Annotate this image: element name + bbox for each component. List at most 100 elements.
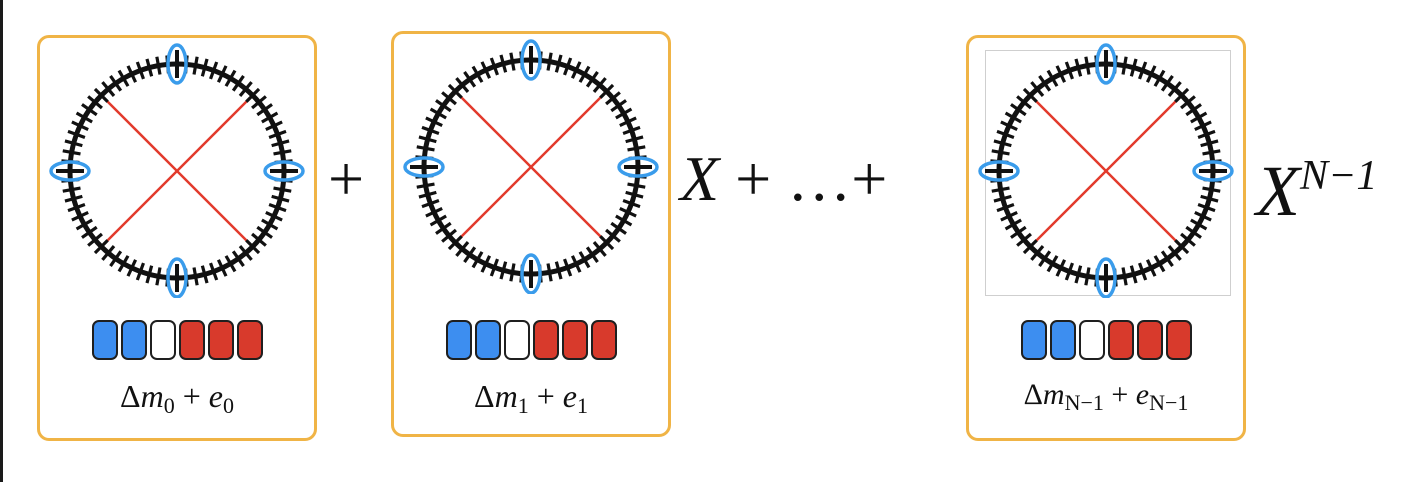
- ring-tick: [126, 259, 138, 277]
- ring-tick: [93, 87, 109, 103]
- ring-tick: [200, 265, 209, 284]
- bit-cell-blue: [446, 320, 472, 360]
- bit-cell-blue: [1021, 320, 1047, 360]
- ring-tick: [135, 262, 145, 281]
- e-var: e: [562, 378, 577, 414]
- ring-tick: [155, 56, 162, 75]
- m-subscript: 0: [163, 393, 175, 418]
- ring-tick: [480, 61, 492, 79]
- e-var: e: [208, 378, 223, 414]
- ring-tick: [1074, 58, 1083, 77]
- ring-tick: [418, 190, 437, 199]
- ring-tick: [627, 182, 646, 189]
- ring-tick: [265, 120, 283, 132]
- ring-tick: [625, 135, 644, 144]
- ring-tick: [615, 214, 633, 227]
- ring-tick: [209, 262, 219, 281]
- x-variable: X: [680, 143, 720, 214]
- ring-tick: [1016, 95, 1032, 110]
- ring-tick: [592, 77, 607, 93]
- ring-tick: [416, 145, 435, 152]
- ring-tick: [996, 203, 1015, 213]
- ring-tick: [578, 65, 591, 83]
- ring-tick: [1004, 111, 1022, 124]
- ring-tick: [101, 81, 116, 97]
- cross-line: [450, 86, 612, 248]
- ring-tick: [101, 245, 116, 261]
- ring-tick: [578, 251, 591, 269]
- ring-tick: [1174, 239, 1190, 255]
- ring-tick: [1160, 250, 1174, 267]
- marker-ellipse: [520, 39, 542, 81]
- cross-line: [96, 90, 258, 252]
- operator-plus: +: [328, 143, 365, 214]
- ring-tick: [421, 125, 440, 135]
- marker-ellipse: [1192, 160, 1234, 182]
- coefficient-bit-cells: [446, 320, 617, 360]
- ring-tick: [216, 259, 228, 277]
- ring-tick: [62, 186, 81, 193]
- ring-tick: [471, 251, 484, 269]
- ring-tick: [273, 149, 292, 156]
- ring-tick: [1010, 225, 1027, 239]
- bit-cell-red: [591, 320, 617, 360]
- ring-tick: [1185, 225, 1202, 239]
- ring-tick: [1153, 255, 1166, 273]
- ring-tick: [271, 139, 290, 148]
- ring-tick: [200, 58, 209, 77]
- ring-tick: [563, 258, 573, 277]
- ring-tick: [67, 129, 86, 139]
- ring-tick: [993, 194, 1012, 203]
- cross-line: [1025, 90, 1187, 252]
- ring-tick: [145, 58, 154, 77]
- ring-tick: [1121, 56, 1128, 75]
- ring-tick: [570, 61, 582, 79]
- ring-tick: [619, 206, 637, 218]
- ring-tick: [455, 77, 470, 93]
- ring-tick: [1030, 81, 1045, 97]
- operator-x-power: XN−1: [1256, 155, 1377, 227]
- delta-symbol: Δ: [1023, 378, 1043, 411]
- ring-tick: [441, 228, 457, 243]
- coefficient-panel-0: Δm0 + e0: [37, 35, 317, 441]
- ring-tick: [1190, 111, 1208, 124]
- bit-cell-blue: [475, 320, 501, 360]
- ring-tick: [261, 218, 279, 231]
- operator-x-plus-dots-plus: X + …+: [680, 147, 887, 211]
- ring-tick: [67, 203, 86, 213]
- ring-tick: [273, 186, 292, 193]
- ring-tick: [605, 228, 621, 243]
- ring-tick: [1074, 265, 1083, 284]
- e-subscript: N−1: [1149, 390, 1189, 415]
- marker-ellipse: [520, 253, 542, 294]
- ring-tick: [1055, 65, 1067, 83]
- ring-tick: [425, 116, 443, 128]
- ring-tick: [251, 95, 267, 110]
- ring-tick: [1200, 194, 1219, 203]
- ring-tick: [441, 91, 457, 106]
- ring-tick: [1202, 149, 1221, 156]
- ring-tick: [75, 218, 93, 231]
- bit-cell-red: [208, 320, 234, 360]
- ring-tick: [592, 241, 607, 257]
- m-var: m: [140, 378, 164, 414]
- ring-tick: [256, 103, 273, 117]
- ring-tick: [991, 186, 1010, 193]
- marker-ellipse: [166, 43, 188, 85]
- ring-tick: [1038, 250, 1052, 267]
- ring-tick: [418, 135, 437, 144]
- ring-tick: [265, 210, 283, 222]
- ring-tick: [231, 250, 245, 267]
- ring-tick: [610, 99, 627, 113]
- ring-tick: [1202, 186, 1221, 193]
- ring-tick: [1022, 87, 1038, 103]
- ring-tick: [1000, 210, 1018, 222]
- ring-tick: [1145, 259, 1157, 277]
- ring-tick: [271, 194, 290, 203]
- ring-tick: [155, 267, 162, 286]
- ring-tick: [109, 250, 123, 267]
- bit-cell-blue: [121, 320, 147, 360]
- ring-tick: [1016, 232, 1032, 247]
- ring-tick: [416, 182, 435, 189]
- coefficient-bit-cells: [92, 320, 263, 360]
